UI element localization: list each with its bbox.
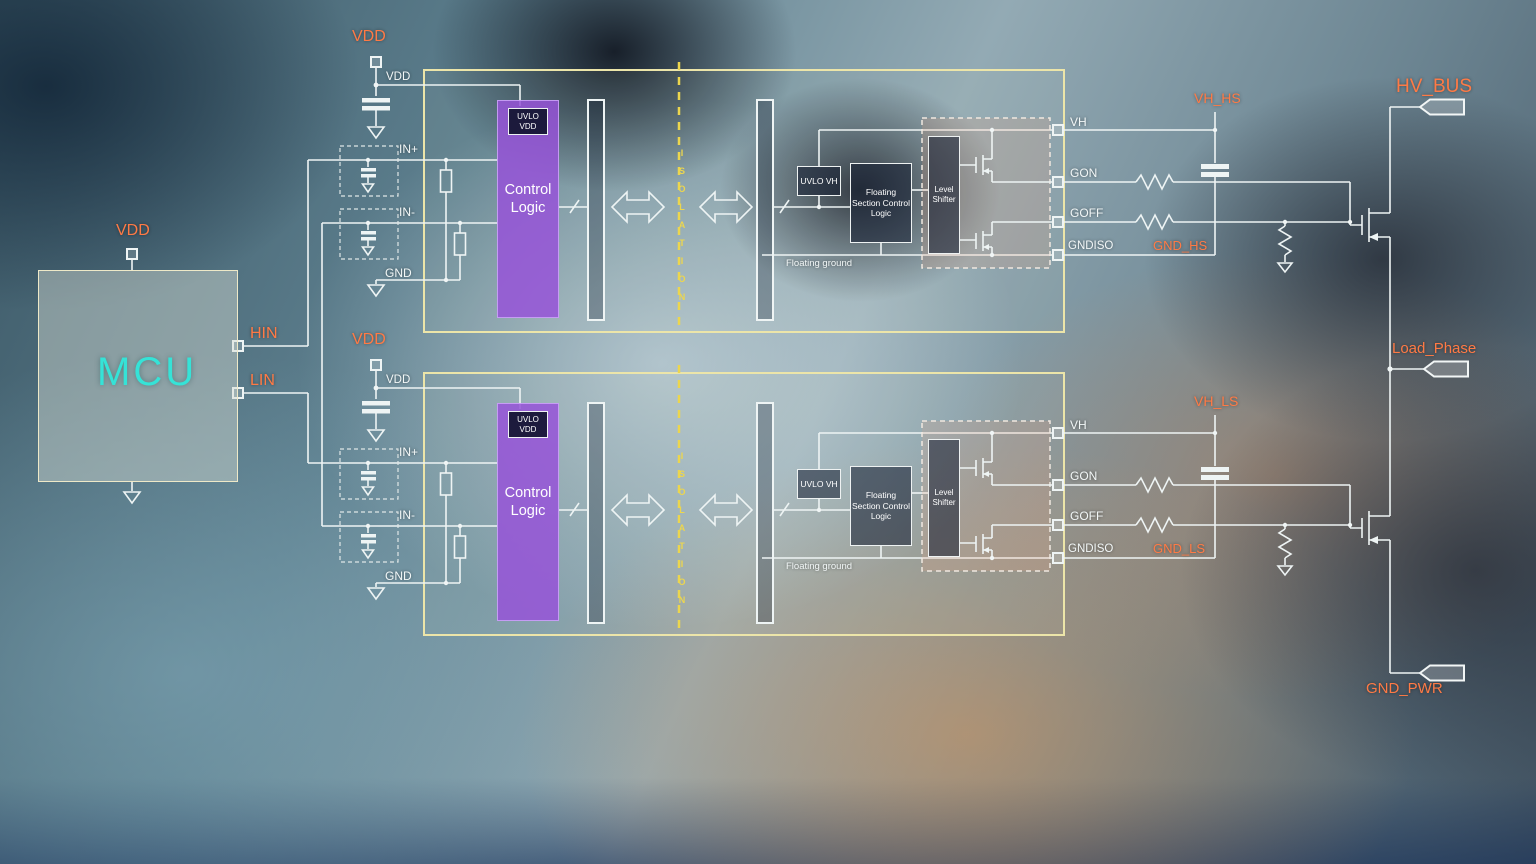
signal-arrows bbox=[610, 190, 754, 224]
floating-logic-wires bbox=[762, 189, 1053, 256]
driver-channel-wires bbox=[308, 56, 1391, 333]
double-arrow-icon bbox=[698, 190, 754, 224]
input-filter-box bbox=[339, 208, 399, 260]
load-phase-tag bbox=[1422, 360, 1469, 378]
bus-slash bbox=[779, 199, 790, 214]
power-bus-wires bbox=[1387, 98, 1469, 682]
power-mosfet bbox=[1361, 205, 1391, 245]
double-arrow-icon bbox=[610, 190, 666, 224]
resistor-icon bbox=[1135, 173, 1174, 191]
external-decoupling-cap bbox=[1063, 112, 1229, 256]
mcu-wires bbox=[122, 160, 323, 526]
buffer-rect bbox=[756, 99, 774, 321]
in-plus-input-network bbox=[308, 145, 497, 280]
resistor-icon bbox=[1277, 225, 1293, 256]
isolation-interface-left bbox=[559, 99, 605, 321]
buffer-rect bbox=[587, 99, 605, 321]
ground-symbol bbox=[122, 491, 142, 505]
hv-bus-tag bbox=[1418, 98, 1465, 116]
uvlo-vh-wires bbox=[816, 130, 822, 210]
output-stage-fets bbox=[960, 127, 1053, 258]
gate-pulldown-resistor bbox=[1276, 219, 1294, 274]
input-filter-box bbox=[339, 145, 399, 197]
gate-resistors bbox=[1063, 173, 1362, 231]
isolation-interface-right bbox=[756, 99, 850, 321]
vdd-pin-and-decoupling bbox=[362, 56, 521, 140]
in-minus-input-network bbox=[322, 208, 497, 280]
ground-symbol bbox=[366, 284, 386, 298]
gnd-pwr-tag bbox=[1418, 664, 1465, 682]
gnd-rail bbox=[366, 277, 460, 298]
bus-slash bbox=[569, 199, 580, 214]
ground-symbol bbox=[1276, 262, 1294, 274]
resistor-icon bbox=[1135, 213, 1174, 231]
